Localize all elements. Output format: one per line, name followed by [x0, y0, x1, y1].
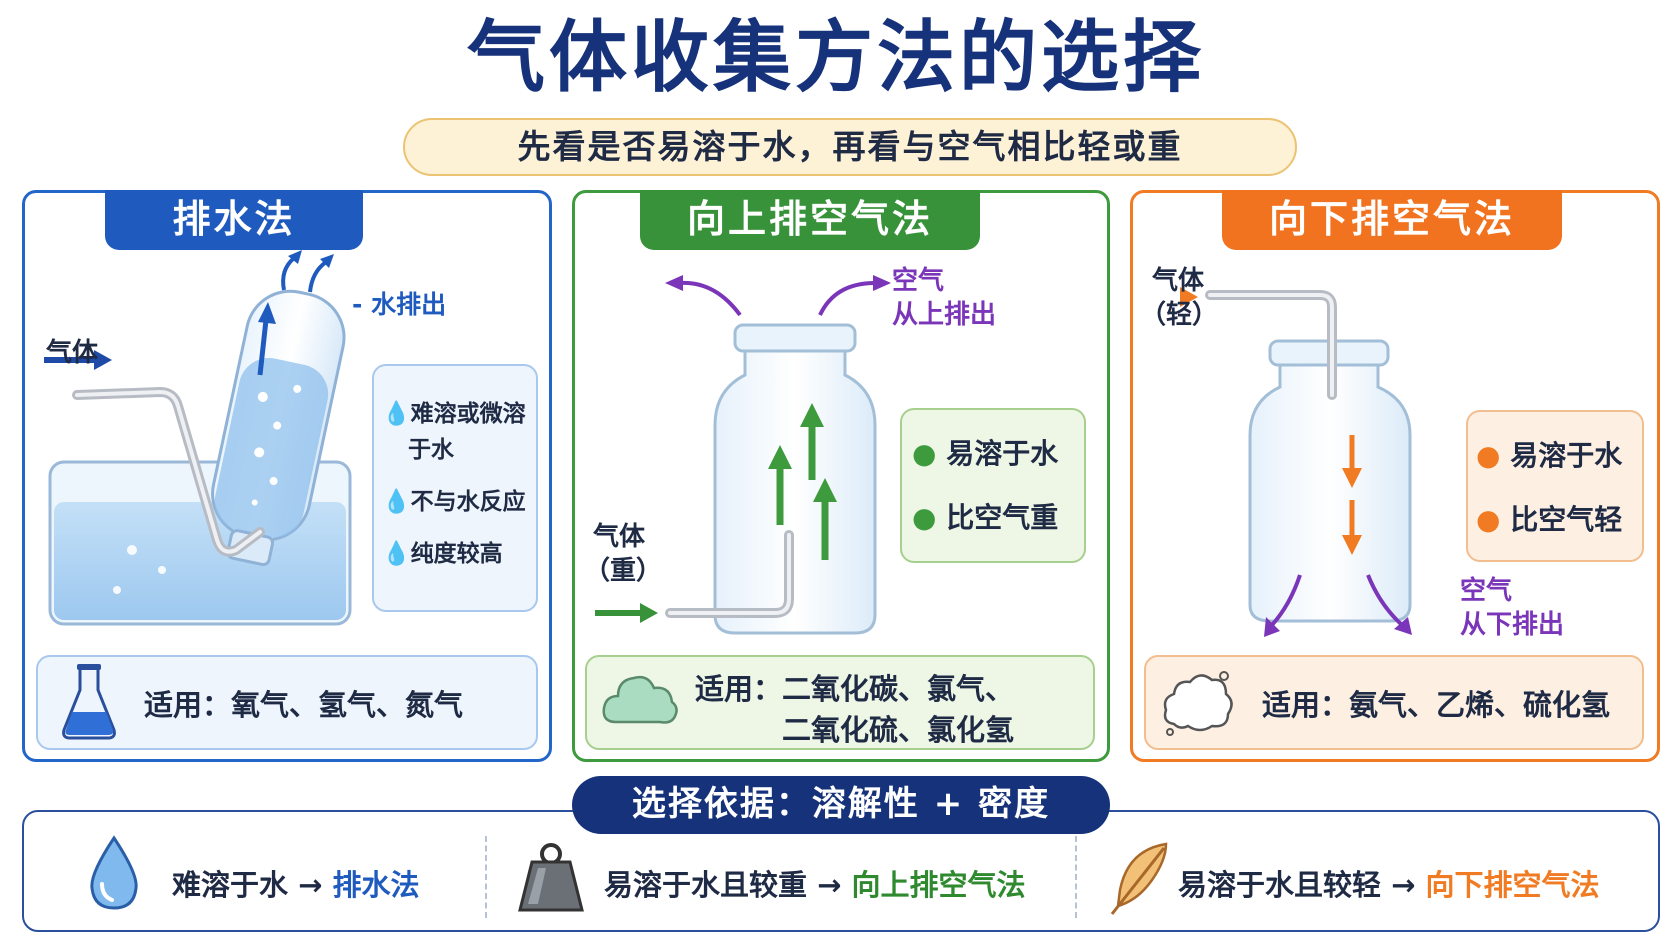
- condition-item: ● 比空气重: [912, 501, 1059, 534]
- condition-item: 💧纯度较高: [382, 541, 503, 567]
- conditions-box-downward: [1466, 410, 1644, 562]
- condition-item-cont: 于水: [408, 437, 454, 463]
- usage-box-water: [36, 655, 538, 750]
- tab-downward-air: 向下排空气法: [1222, 190, 1562, 250]
- air-label-line2: 从上排出: [892, 300, 997, 330]
- smoke-puff-icon: [1163, 671, 1233, 736]
- water-out-label: - 水排出: [352, 290, 447, 319]
- gas-label-text: 气体: [592, 522, 645, 552]
- condition-item: ● 易溶于水: [912, 437, 1059, 470]
- air-out-bottom-label: 空气 从下排出: [1460, 574, 1564, 642]
- basis-cond: 易溶于水且较轻 →: [1178, 868, 1416, 902]
- conditions-box-upward: [900, 408, 1086, 563]
- flask-icon: [62, 664, 116, 740]
- conditions-downward: ● 易溶于水 ● 比空气轻: [1476, 434, 1622, 538]
- basis-result: 向下排空气法: [1425, 868, 1600, 902]
- basis-item-2: 易溶于水且较重 → 向上排空气法: [604, 862, 1026, 904]
- condition-item: 💧不与水反应: [382, 489, 526, 515]
- usage-upward-line1: 适用：二氧化碳、氯气、: [695, 672, 1015, 706]
- feather-icon: [1110, 842, 1168, 915]
- gas-label-text: 气体: [1151, 266, 1204, 296]
- cloud-icon: [602, 675, 678, 724]
- condition-item: ● 比空气轻: [1476, 503, 1623, 536]
- usage-downward: 适用：氨气、乙烯、硫化氢: [1262, 688, 1611, 722]
- basis-item-1: 难溶于水 → 排水法: [172, 862, 420, 904]
- condition-item: ● 易溶于水: [1476, 439, 1623, 472]
- air-out-top-label: 空气 从上排出: [892, 264, 996, 332]
- gas-inlet-label: 气体: [46, 338, 99, 368]
- weight-icon: [518, 843, 584, 912]
- basis-cond: 难溶于水 →: [172, 868, 323, 902]
- divider: [1075, 836, 1077, 918]
- gas-light-label: 气体 （轻）: [1140, 264, 1219, 332]
- water-displacement-illustration: [44, 250, 352, 626]
- condition-item: 💧难溶或微溶: [382, 401, 526, 427]
- basis-result: 排水法: [332, 868, 420, 902]
- conditions-box-water: [372, 364, 538, 612]
- tab-upward-air: 向上排空气法: [640, 190, 980, 250]
- water-drop-icon: [90, 835, 138, 910]
- gas-heavy-sub: （重）: [584, 556, 663, 586]
- page-title: 气体收集方法的选择: [466, 13, 1205, 103]
- air-label-line2: 从下排出: [1460, 610, 1565, 640]
- basis-title: 选择依据：溶解性 + 密度: [572, 776, 1110, 834]
- water-out-text: 水排出: [371, 290, 447, 319]
- divider: [485, 836, 487, 918]
- conditions-water: 💧难溶或微溶 于水 💧不与水反应 💧纯度较高: [382, 396, 534, 572]
- gas-heavy-label: 气体 （重）: [584, 520, 663, 588]
- downward-air-illustration: [1180, 287, 1412, 637]
- usage-upward-line2: 二氧化硫、氯化氢: [782, 713, 1015, 747]
- usage-water: 适用：氧气、氢气、氮气: [144, 688, 464, 722]
- basis-item-3: 易溶于水且较轻 → 向下排空气法: [1178, 862, 1600, 904]
- basis-result: 向上排空气法: [851, 868, 1026, 902]
- conditions-upward: ● 易溶于水 ● 比空气重: [912, 432, 1058, 536]
- air-label-line1: 空气: [892, 266, 945, 296]
- tab-water-displacement: 排水法: [105, 190, 363, 250]
- gas-light-sub: （轻）: [1140, 300, 1219, 330]
- basis-cond: 易溶于水且较重 →: [604, 868, 842, 902]
- upward-air-illustration: [595, 275, 891, 635]
- subtitle-banner: 先看是否易溶于水，再看与空气相比轻或重: [403, 118, 1297, 176]
- air-label-line1: 空气: [1460, 576, 1513, 606]
